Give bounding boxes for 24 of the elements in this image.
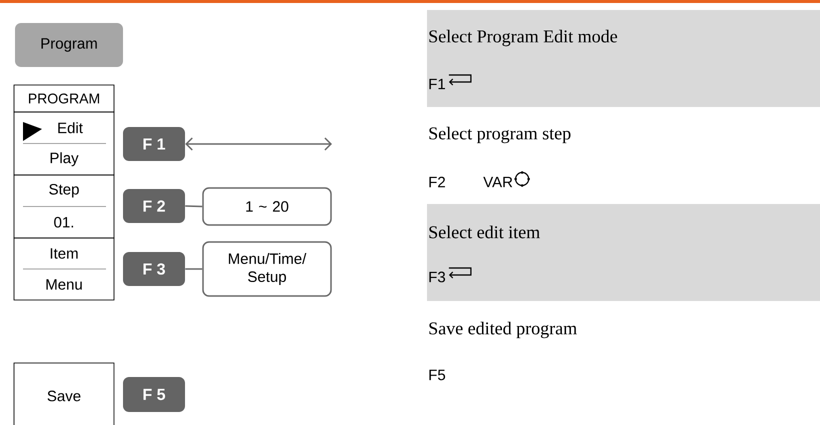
key-text: F5: [429, 370, 446, 380]
key-text: F1: [429, 78, 445, 90]
connector-line: [185, 205, 202, 208]
key-text: VAR: [483, 176, 512, 188]
instruction-text: Select Program Edit mode: [429, 30, 618, 46]
double-arrow: [185, 137, 332, 151]
menu-option-cell: Save: [14, 362, 114, 425]
instruction-text: Select program step: [429, 126, 570, 144]
instruction-text: Select edit item: [429, 226, 540, 238]
function-key: F 5: [123, 377, 185, 412]
key-text: F3: [429, 272, 446, 282]
menu-option-cell: Step 01.: [14, 174, 114, 238]
instruction-text: Save edited program: [429, 322, 577, 338]
menu-title-cell: PROGRAM: [14, 84, 114, 112]
value-box: Menu/Time/ Setup: [202, 241, 332, 297]
value-box: 1 ~ 20: [202, 187, 332, 226]
menu-option-cell: Edit Play: [14, 112, 114, 176]
key-text: F2: [429, 176, 445, 188]
menu-option-cell: Item Menu: [14, 238, 114, 300]
function-key: F 3: [123, 252, 185, 286]
connector-line: [185, 268, 202, 270]
function-key: F 1: [123, 127, 185, 161]
program-key: Program: [15, 23, 123, 67]
function-key: F 2: [123, 189, 185, 223]
